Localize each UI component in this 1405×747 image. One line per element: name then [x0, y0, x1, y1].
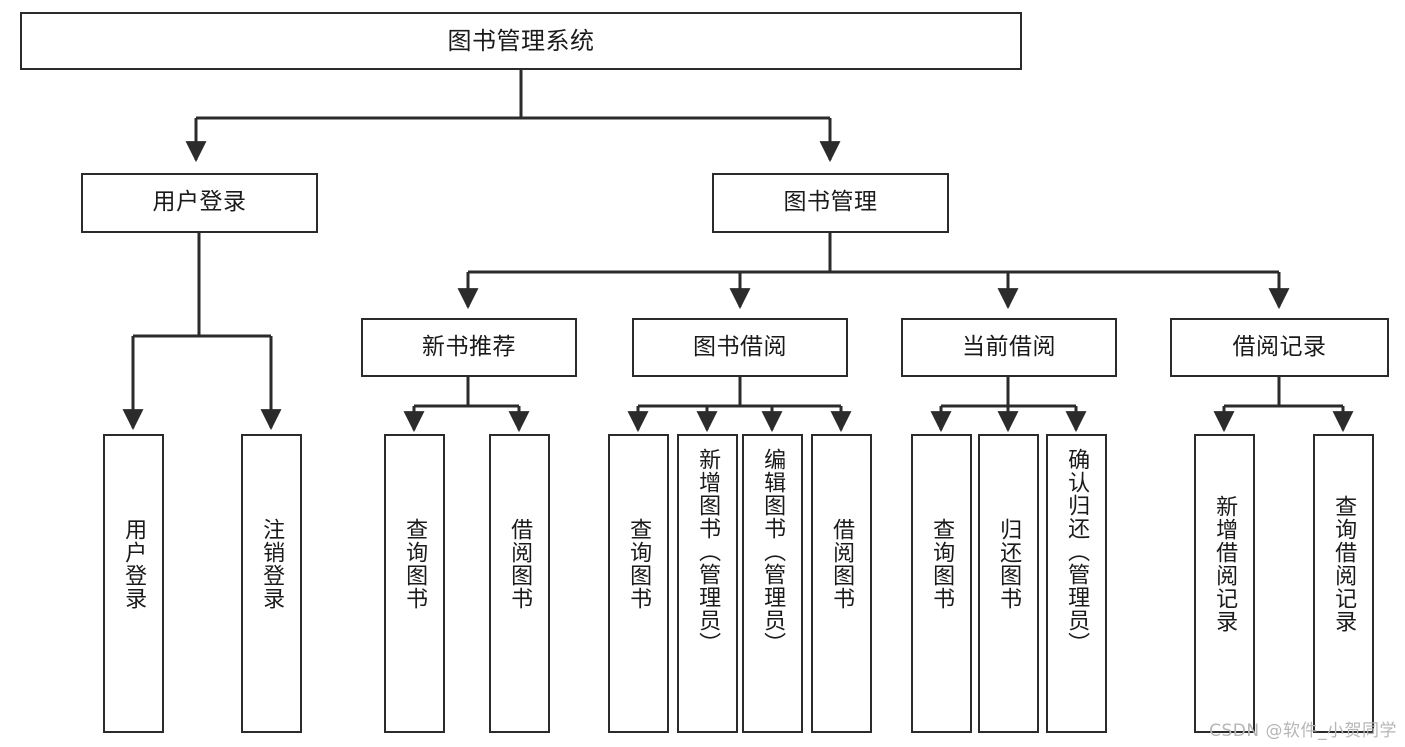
- node-leaf-query-book-current[interactable]: 查询图书: [911, 434, 972, 733]
- node-label: 确认归还（管理员）: [1064, 448, 1090, 655]
- node-label: 注销登录: [259, 518, 285, 610]
- watermark-text: CSDN @软件_小贺同学: [1209, 721, 1397, 741]
- node-label: 借阅图书: [829, 518, 855, 610]
- node-label: 借阅图书: [507, 518, 533, 610]
- node-label: 编辑图书（管理员）: [760, 448, 786, 655]
- node-leaf-query-borrow-record[interactable]: 查询借阅记录: [1313, 434, 1374, 733]
- node-label: 查询借阅记录: [1331, 495, 1357, 633]
- node-current-borrow[interactable]: 当前借阅: [901, 318, 1117, 377]
- node-label: 归还图书: [996, 518, 1022, 610]
- node-leaf-borrow-book[interactable]: 借阅图书: [811, 434, 872, 733]
- node-leaf-confirm-return-admin[interactable]: 确认归还（管理员）: [1046, 434, 1107, 733]
- node-root-system[interactable]: 图书管理系统: [20, 12, 1022, 70]
- node-label: 用户登录: [152, 189, 247, 216]
- node-label: 新增图书（管理员）: [695, 448, 721, 655]
- node-leaf-add-borrow-record[interactable]: 新增借阅记录: [1194, 434, 1255, 733]
- node-label: 新书推荐: [422, 333, 516, 360]
- node-leaf-query-book-recommend[interactable]: 查询图书: [384, 434, 445, 733]
- node-leaf-edit-book-admin[interactable]: 编辑图书（管理员）: [742, 434, 803, 733]
- node-leaf-user-logout[interactable]: 注销登录: [241, 434, 302, 733]
- node-leaf-return-book[interactable]: 归还图书: [978, 434, 1039, 733]
- node-label: 查询图书: [626, 518, 652, 610]
- node-user-login[interactable]: 用户登录: [81, 173, 318, 233]
- node-label: 借阅记录: [1232, 333, 1327, 360]
- node-new-book-recommend[interactable]: 新书推荐: [361, 318, 577, 377]
- node-label: 用户登录: [121, 518, 147, 610]
- node-book-borrow[interactable]: 图书借阅: [632, 318, 848, 377]
- node-book-manage[interactable]: 图书管理: [712, 173, 949, 233]
- node-leaf-query-book-borrow[interactable]: 查询图书: [608, 434, 669, 733]
- node-label: 图书借阅: [693, 333, 787, 360]
- node-borrow-record[interactable]: 借阅记录: [1170, 318, 1389, 377]
- node-leaf-borrow-book-recommend[interactable]: 借阅图书: [489, 434, 550, 733]
- node-label: 查询图书: [402, 518, 428, 610]
- node-label: 图书管理: [783, 189, 878, 216]
- node-label: 新增借阅记录: [1212, 495, 1238, 633]
- node-leaf-add-book-admin[interactable]: 新增图书（管理员）: [677, 434, 738, 733]
- node-label: 查询图书: [929, 518, 955, 610]
- node-label: 当前借阅: [962, 333, 1056, 360]
- node-leaf-user-login[interactable]: 用户登录: [103, 434, 164, 733]
- node-label: 图书管理系统: [447, 26, 595, 55]
